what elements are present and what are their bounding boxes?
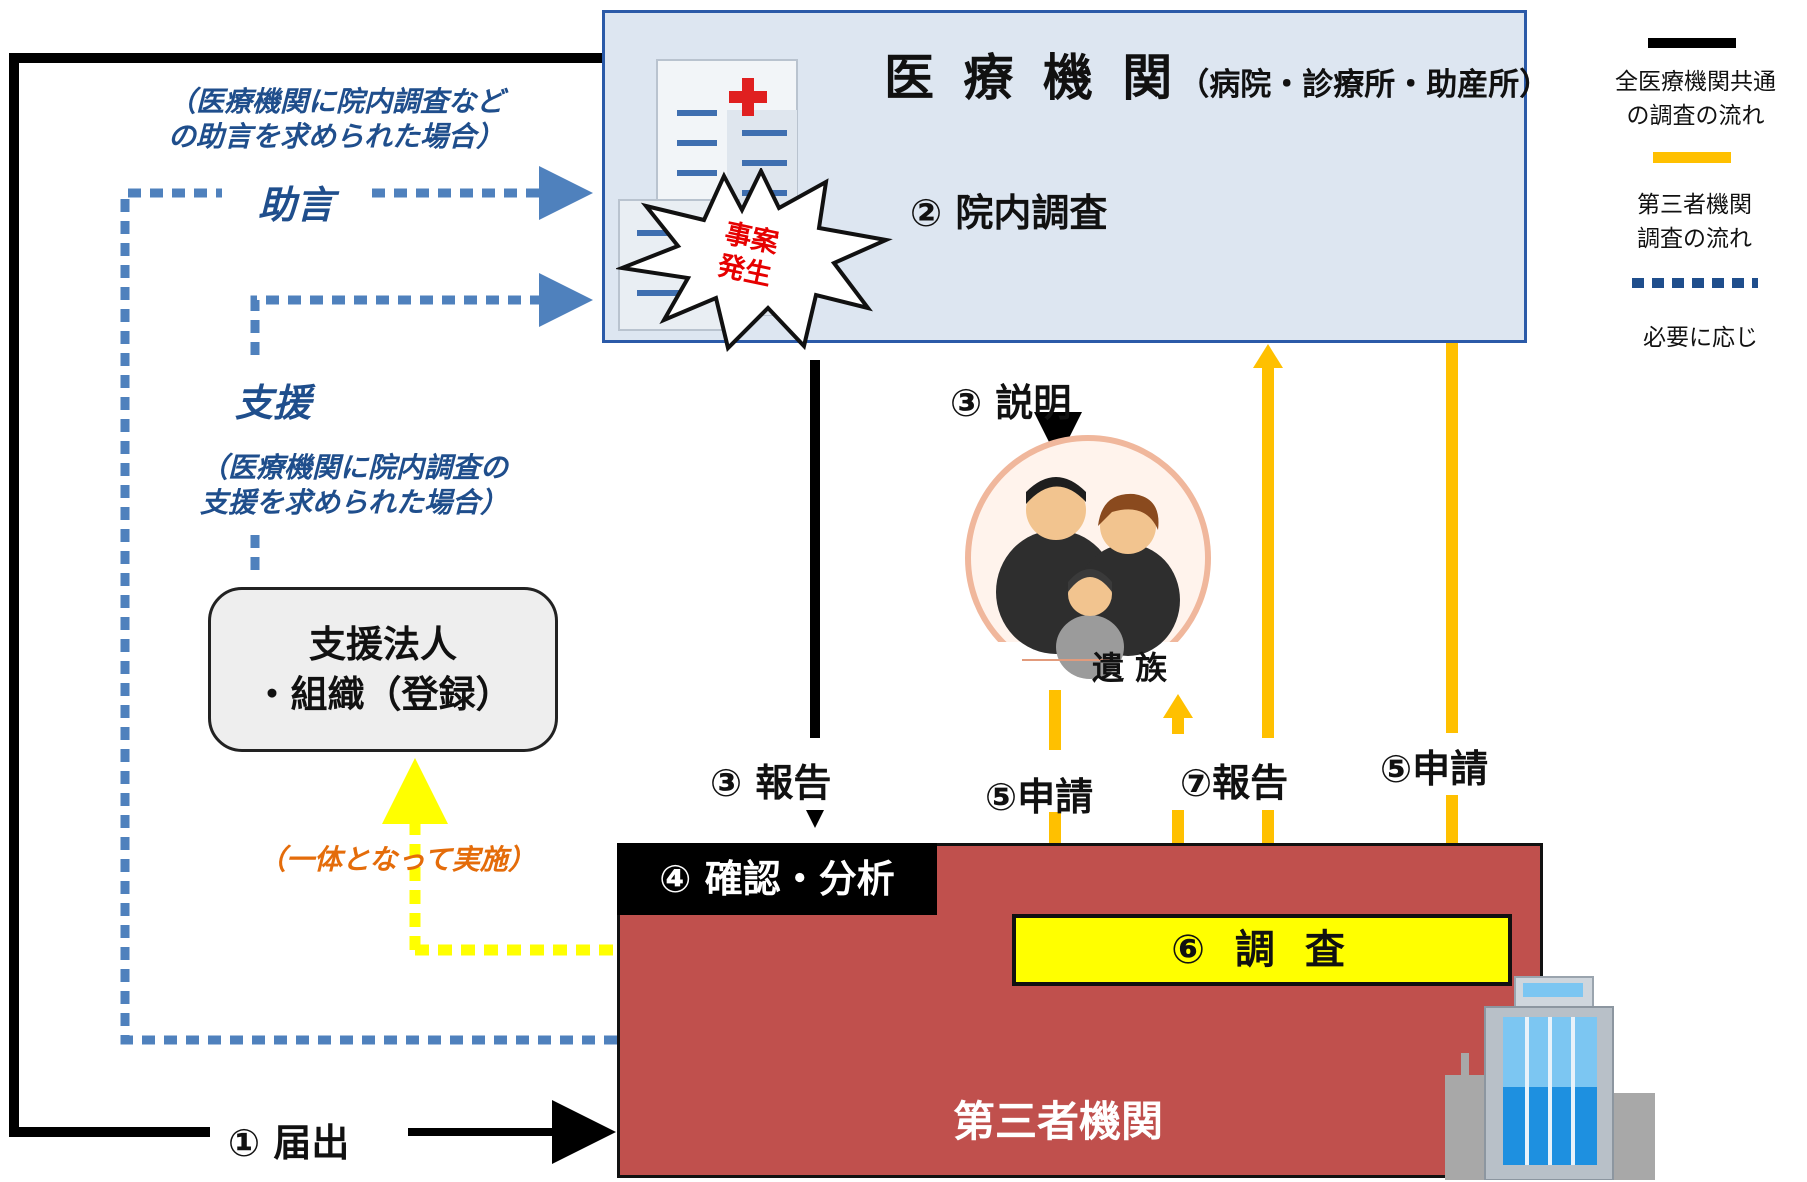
report-arrowhead <box>806 810 824 828</box>
legend-common-line1: 全医療機関共通 <box>1615 69 1776 95</box>
support-label: 支援 <box>235 381 312 425</box>
legend-third-line1: 第三者機関 <box>1637 192 1752 218</box>
support-note: （医療機関に院内調査の 支援を求められた場合） <box>200 450 508 520</box>
legend-blue-swatch <box>1632 278 1758 288</box>
report-family-head <box>1163 694 1193 718</box>
support-org-line1: 支援法人 <box>309 622 457 666</box>
legend-common: 全医療機関共通 の調査の流れ <box>1615 62 1776 130</box>
step-investigation: ⑥ 調 査 <box>1012 914 1512 986</box>
advice-label: 助言 <box>258 183 335 227</box>
legend-common-line2: の調査の流れ <box>1626 103 1765 129</box>
support-line-top <box>250 273 593 355</box>
step-report-third: ③ 報告 <box>710 761 832 805</box>
advice-note-line1: （医療機関に院内調査など <box>168 85 505 118</box>
legend-third: 第三者機関 調査の流れ <box>1637 185 1752 253</box>
family-label: 遺 族 <box>1092 649 1168 687</box>
report-medical-head <box>1253 344 1283 368</box>
advice-note: （医療機関に院内調査など の助言を求められた場合） <box>168 84 504 154</box>
step-inhouse-investigation: ② 院内調査 <box>910 191 1108 235</box>
apply-family-top <box>1049 690 1061 750</box>
building-icon <box>1445 976 1655 1180</box>
medical-title-sub: （病院・診療所・助産所） <box>1178 67 1551 103</box>
family-icon <box>962 435 1214 684</box>
legend-gold-swatch <box>1653 152 1731 163</box>
step-report-back: ⑦報告 <box>1180 761 1289 805</box>
step-notify: ① 届出 <box>228 1121 350 1165</box>
support-org-box: 支援法人 ・組織（登録） <box>208 587 558 752</box>
joint-label: （一体となって実施） <box>258 843 536 876</box>
medical-title: 医 療 機 関（病院・診療所・助産所） <box>884 38 1550 110</box>
support-note-line1: （医療機関に院内調査の <box>200 451 509 484</box>
third-party-label: 第三者機関 <box>953 1097 1164 1146</box>
step-confirm-analyze: ④ 確認・分析 <box>617 843 937 915</box>
step-apply-family: ⑤申請 <box>985 775 1094 819</box>
support-org-line2: ・組織（登録） <box>253 672 513 716</box>
report-family-top <box>1172 718 1184 734</box>
event-burst <box>616 168 893 352</box>
legend-optional: 必要に応じ <box>1643 325 1758 351</box>
report-medical-shaft-top <box>1262 368 1274 738</box>
step-explain: ③ 説明 <box>950 381 1072 425</box>
medical-title-main: 医 療 機 関 <box>884 49 1179 107</box>
advice-note-line2: の助言を求められた場合） <box>168 120 505 153</box>
support-note-line2: 支援を求められた場合） <box>200 486 509 519</box>
apply-medical-shaft-top <box>1446 343 1458 733</box>
notify-line <box>9 53 602 1137</box>
step-apply-medical: ⑤申請 <box>1380 747 1489 791</box>
legend-third-line2: 調査の流れ <box>1637 226 1752 252</box>
advice-line <box>120 188 617 1045</box>
legend-black-swatch <box>1648 38 1736 48</box>
